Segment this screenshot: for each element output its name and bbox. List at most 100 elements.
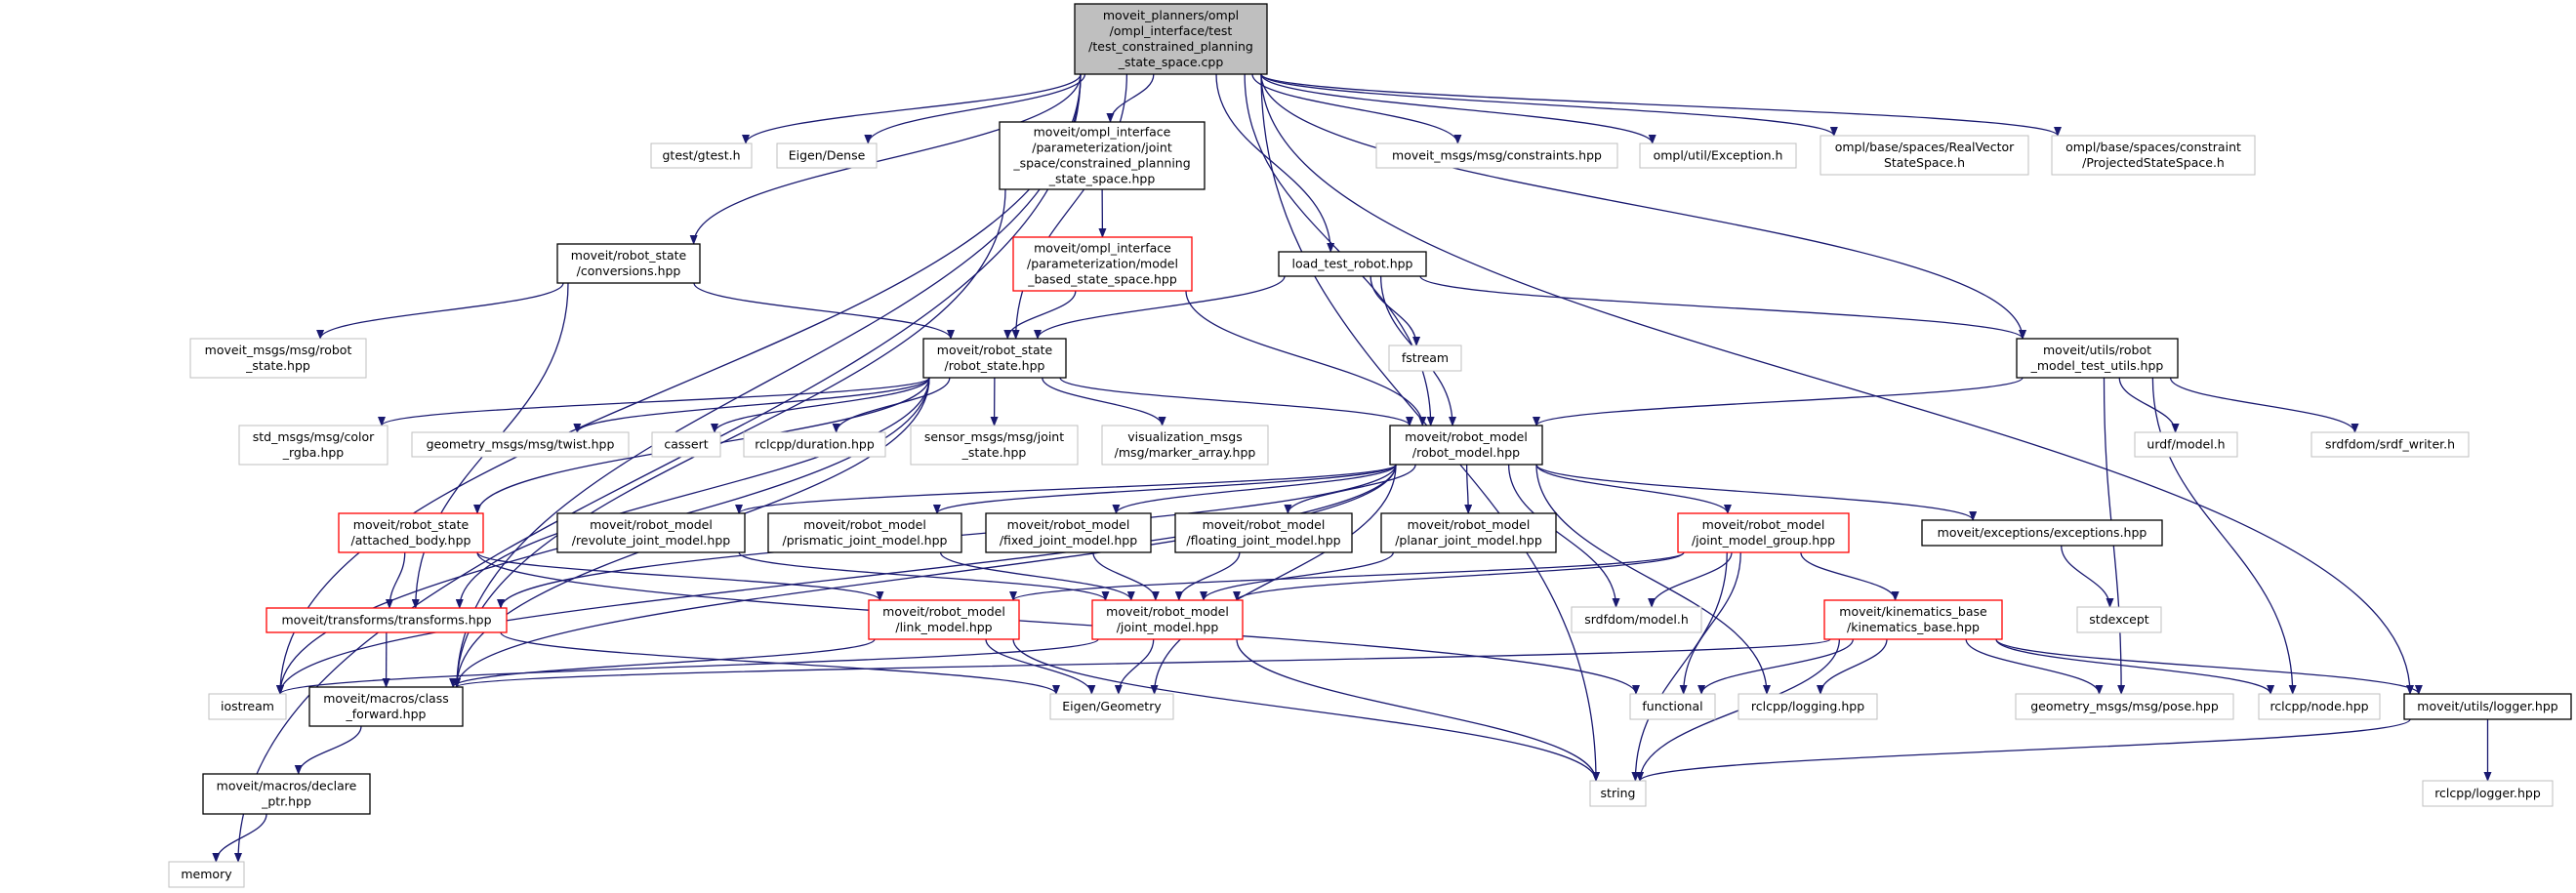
node-label-line: /prismatic_joint_model.hpp [783,533,948,548]
node-label-line: _state.hpp [245,358,310,373]
node-box [1101,425,1269,466]
edge-kinematics_base-to-node [1995,638,2274,695]
node-declare-ptr[interactable]: moveit/macros/declare_ptr.hpp [202,773,371,815]
node-box [1921,519,2163,547]
node-kinematics-base[interactable]: moveit/kinematics_base/kinematics_base.h… [1823,599,2003,640]
node-joint-model[interactable]: moveit/robot_model/joint_model.hpp [1091,599,1244,640]
node-label-line: /msg/marker_array.hpp [1115,445,1256,460]
edge-robot_state-to-twist [573,377,930,433]
node-box [202,773,371,815]
node-label-line: moveit_msgs/msg/robot [205,343,352,357]
node-box [2134,431,2238,458]
node-box [1738,693,1878,720]
node-label-line: _ptr.hpp [261,794,311,809]
edge-kinematics_base-to-logging [1816,638,1888,695]
node-label-line: ompl/base/spaces/constraint [2065,140,2241,154]
node-label-line: string [1601,786,1636,800]
node-revolute[interactable]: moveit/robot_model/revolute_joint_model.… [556,512,746,553]
node-label-line: Eigen/Dense [789,148,866,163]
edge-kinematics_base-to-logger [1995,638,2423,695]
node-attached-body[interactable]: moveit/robot_state/attached_body.hpp [338,512,484,553]
node-box [238,425,388,466]
node-color-rgba: std_msgs/msg/color_rgba.hpp [238,425,388,466]
edge-robot_state-to-duration [832,377,951,433]
node-label-line: gtest/gtest.h [663,148,741,163]
node-planar[interactable]: moveit/robot_model/planar_joint_model.hp… [1380,512,1557,553]
node-label-line: /revolute_joint_model.hpp [572,533,730,548]
node-floating[interactable]: moveit/robot_model/floating_joint_model.… [1174,512,1353,553]
node-cpss[interactable]: moveit/ompl_interface/parameterization/j… [999,121,1206,190]
node-label-line: fstream [1402,350,1449,365]
node-box [767,512,962,553]
edge-robot_model-to-fixed [1112,464,1397,514]
node-label-line: /conversions.hpp [577,264,681,278]
node-label-line: moveit/exceptions/exceptions.hpp [1938,525,2147,540]
node-label-line: moveit/robot_state [937,343,1053,357]
node-conversions[interactable]: moveit/robot_state/conversions.hpp [556,243,701,284]
node-label-line: moveit/ompl_interface [1034,125,1171,140]
node-robot-state[interactable]: moveit/robot_state/robot_state.hpp [922,338,1067,379]
node-box [1012,236,1193,292]
node-box [651,431,721,458]
node-label-line: moveit_planners/ompl [1103,8,1239,22]
node-srdf-model: srdfdom/model.h [1571,606,1702,633]
node-label-line: /planar_joint_model.hpp [1395,533,1542,548]
node-prismatic[interactable]: moveit/robot_model/prismatic_joint_model… [767,512,962,553]
node-box [922,338,1067,379]
node-fixed[interactable]: moveit/robot_model/fixed_joint_model.hpp [985,512,1152,553]
edge-mbss-to-robot_state [1003,290,1077,340]
edge-root-to-load_test_robot [1215,73,1335,253]
edge-attached_body-to-transforms [386,551,406,609]
edge-robot_model-to-prismatic [933,464,1397,514]
node-box [1677,512,1850,553]
node-label-line: rclcpp/node.hpp [2269,699,2368,713]
node-box [208,693,287,720]
edge-attached_body-to-functional [476,551,1640,695]
node-label-line: _based_state_space.hpp [1027,272,1177,287]
node-pose: geometry_msgs/msg/pose.hpp [2015,693,2234,720]
node-box [2258,693,2381,720]
node-transforms[interactable]: moveit/transforms/transforms.hpp [266,607,508,633]
edge-link_model-to-eigen_geometry [985,638,1096,695]
edge-conversions-to-rs_msg [316,282,564,340]
node-box [2016,338,2179,379]
edge-test_utils-to-robot_model [1533,377,2024,426]
edge-root-to-test_utils [1260,73,2026,340]
node-box [1388,345,1462,372]
node-label-line: moveit/robot_model [1405,429,1528,444]
node-test-utils[interactable]: moveit/utils/robot_model_test_utils.hpp [2016,338,2179,379]
node-root[interactable]: moveit_planners/ompl/ompl_interface/test… [1074,3,1268,75]
node-label-line: stdexcept [2089,612,2148,627]
node-label-line: moveit/macros/class [323,691,448,706]
node-label-line: moveit_msgs/msg/constraints.hpp [1392,148,1602,163]
node-box [910,425,1079,466]
node-logger[interactable]: moveit/utils/logger.hpp [2403,693,2572,720]
edge-root-to-conversions [689,73,1082,245]
node-label-line: _state.hpp [961,445,1027,460]
edge-jmg-to-link_model [1009,551,1685,601]
node-label-line: StateSpace.h [1884,155,1965,170]
node-jmg[interactable]: moveit/robot_model/joint_model_group.hpp [1677,512,1850,553]
node-string: string [1589,780,1647,807]
node-label-line: /floating_joint_model.hpp [1186,533,1340,548]
node-class-forward[interactable]: moveit/macros/class_forward.hpp [308,686,464,727]
node-link-model[interactable]: moveit/robot_model/link_model.hpp [868,599,1020,640]
nodes-layer: moveit_planners/ompl/ompl_interface/test… [168,3,2572,888]
node-exceptions[interactable]: moveit/exceptions/exceptions.hpp [1921,519,2163,547]
node-mbss[interactable]: moveit/ompl_interface/parameterization/m… [1012,236,1193,292]
node-box [308,686,464,727]
edge-kinematics_base-to-class_forward [453,638,1831,688]
edge-kinematics_base-to-pose [1965,638,2104,695]
node-load-test-robot[interactable]: load_test_robot.hpp [1278,251,1427,277]
node-robot-model[interactable]: moveit/robot_model/robot_model.hpp [1389,425,1543,466]
node-stdexcept: stdexcept [2076,606,2162,633]
node-constraints: moveit_msgs/msg/constraints.hpp [1375,142,1618,169]
node-joint-state: sensor_msgs/msg/joint_state.hpp [910,425,1079,466]
node-label-line: moveit/robot_model [803,517,926,532]
node-box [985,512,1152,553]
node-box [1074,3,1268,75]
edge-root-to-cpss [1106,73,1155,123]
edge-root-to-exception [1260,73,1656,144]
node-label-line: moveit/kinematics_base [1839,604,1987,619]
node-label-line: /joint_model.hpp [1117,620,1219,634]
